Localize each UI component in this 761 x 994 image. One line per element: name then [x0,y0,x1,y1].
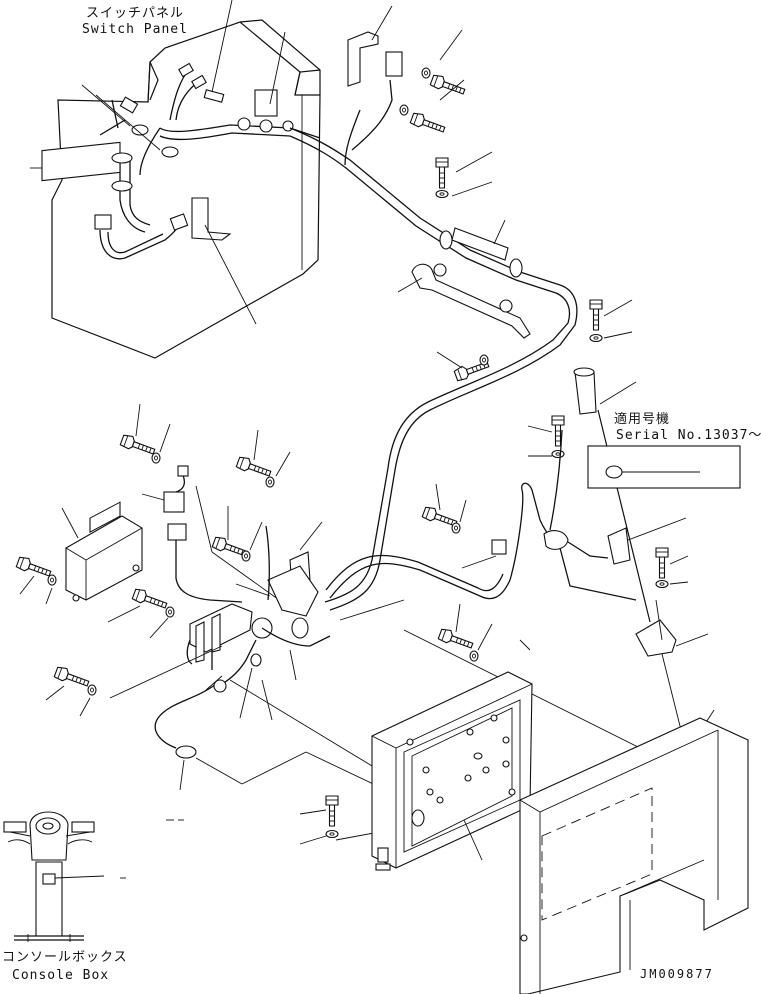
switch-panel-title-en: Switch Panel [82,22,188,37]
washer-icon [325,829,339,839]
lever-assembly [573,367,741,759]
drawing-number: JM009877 [640,967,714,981]
left-bolts [15,403,493,717]
switch-panel-wiring [41,62,321,260]
hex-bolt-icon [119,432,157,458]
washer-icon [399,104,409,116]
hex-bolt-icon [655,547,669,579]
serial-applicability-en: Serial No.13037～ [616,428,761,443]
washer-icon [421,67,431,79]
washer-icon [469,650,479,662]
washer-icon [151,452,161,464]
serial-applicability-jp: 適用号機 [614,412,671,427]
hex-bolt-icon [409,110,447,136]
hex-bolt-icon [589,299,603,331]
washer-icon [479,354,489,366]
hex-bolt-icon [15,554,53,580]
washer-icon [451,522,461,534]
hex-bolt-icon [325,795,339,827]
console-box-housing [371,671,533,871]
console-box-title-en: Console Box [12,968,110,983]
washer-icon [47,574,57,586]
switch-panel-housing [51,19,321,359]
main-wiring-harness [289,31,578,611]
washer-icon [87,684,97,696]
relay-and-controller [61,465,297,613]
washer-icon [435,189,449,199]
washer-icon [165,606,175,618]
washer-icon [265,476,275,488]
hex-bolt-icon [53,664,91,690]
washer-icon [551,449,565,459]
washer-icon [655,579,669,589]
harness-junction [120,521,331,879]
washer-icon [241,550,251,562]
switch-panel-title-jp: スイッチパネル [86,6,185,21]
lower-cabinet [519,717,749,994]
washer-icon [589,333,603,343]
console-box-title-jp: コンソールボックス [2,950,128,965]
hex-bolt-icon [435,157,449,189]
control-lever-icon [3,811,105,942]
leader-lines [30,0,633,369]
sensor-harness [325,429,637,601]
